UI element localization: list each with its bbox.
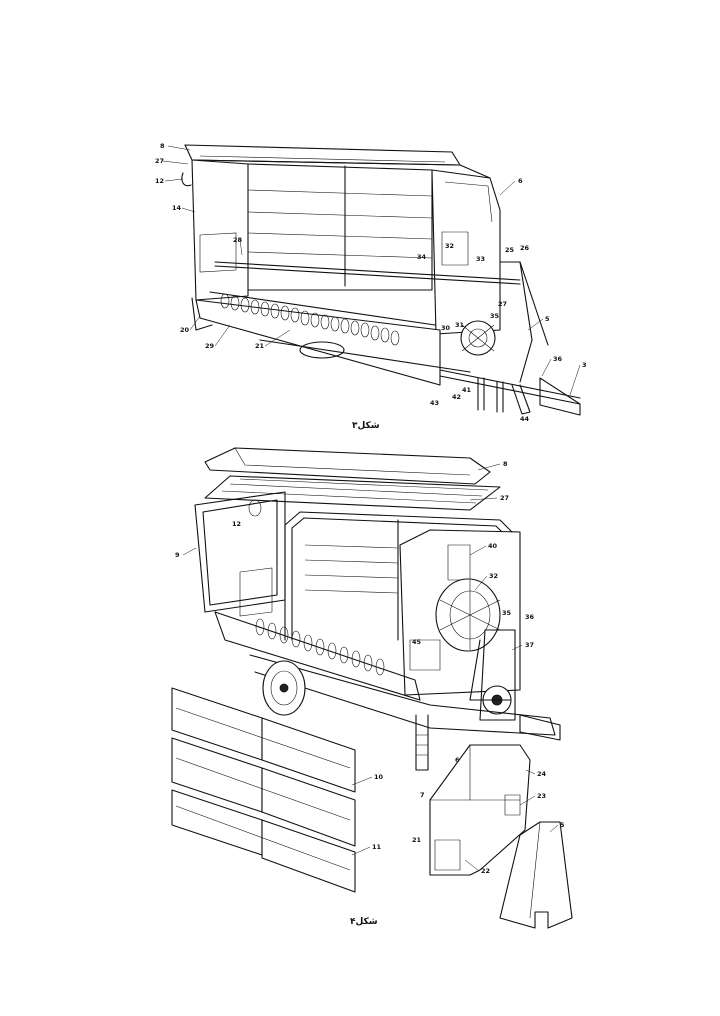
fig3-label-34: 34 [417,253,427,261]
fig4-label-10: 10 [374,773,384,781]
fig3-label-42: 42 [452,393,461,401]
fig3-label-28: 28 [233,236,243,244]
fig3-label-29: 29 [205,342,215,350]
fig3-label-26: 26 [520,244,530,252]
fig3-label-41: 41 [462,386,472,394]
fig3-label-6: 6 [518,177,523,185]
figure-4-drawing [171,447,573,929]
fig3-label-32: 32 [445,242,454,250]
fig3-label-25: 25 [505,246,515,254]
fig3-label-21: 21 [255,342,265,350]
fig3-label-31: 31 [455,321,465,329]
fig4-label-40: 40 [488,542,498,550]
figure-4-auger [255,618,385,676]
fig3-label-30: 30 [441,324,451,332]
fig4-label-27: 27 [500,494,509,502]
fig3-label-20: 20 [180,326,190,334]
figure-3-drawing [181,144,581,416]
figure-4-labels: 8 27 12 9 40 32 35 36 37 45 10 11 6 7 24… [175,460,565,927]
fig4-label-37: 37 [525,641,534,649]
fig4-label-8: 8 [503,460,508,468]
fig4-label-22: 22 [481,867,490,875]
fig4-label-9: 9 [175,551,180,559]
fig3-label-36: 36 [553,355,563,363]
figure-3-caption: شکل۳ [352,421,380,431]
fig4-label-32: 32 [489,572,498,580]
fig4-label-6: 6 [455,756,460,764]
fig3-label-44: 44 [520,415,530,423]
fig3-label-27b: 27 [498,300,507,308]
figure-3-auger [220,293,400,346]
fig4-label-23: 23 [537,792,546,800]
figure-3-labels: 8 27 12 14 28 20 29 21 34 32 33 25 26 5 … [155,142,587,431]
fig3-label-27: 27 [155,157,164,165]
fig3-label-14: 14 [172,204,182,212]
leader-lines [162,145,581,872]
fig3-label-43: 43 [430,399,439,407]
fig3-label-3: 3 [582,361,587,369]
fig4-label-21: 21 [412,836,422,844]
fig3-label-12: 12 [155,177,164,185]
fig3-label-33: 33 [476,255,485,263]
fig4-label-45: 45 [412,638,422,646]
fig4-label-11: 11 [372,843,382,851]
fig3-label-35: 35 [490,312,500,320]
fig4-label-36: 36 [525,613,535,621]
fig3-label-5: 5 [545,315,550,323]
fig4-label-7: 7 [420,791,425,799]
fig3-label-8: 8 [160,142,165,150]
fig4-label-12: 12 [232,520,241,528]
fig4-label-35: 35 [502,609,512,617]
figure-4-caption: شکل۴ [350,917,378,927]
fig4-label-5: 5 [560,821,565,829]
fig4-label-24: 24 [537,770,547,778]
